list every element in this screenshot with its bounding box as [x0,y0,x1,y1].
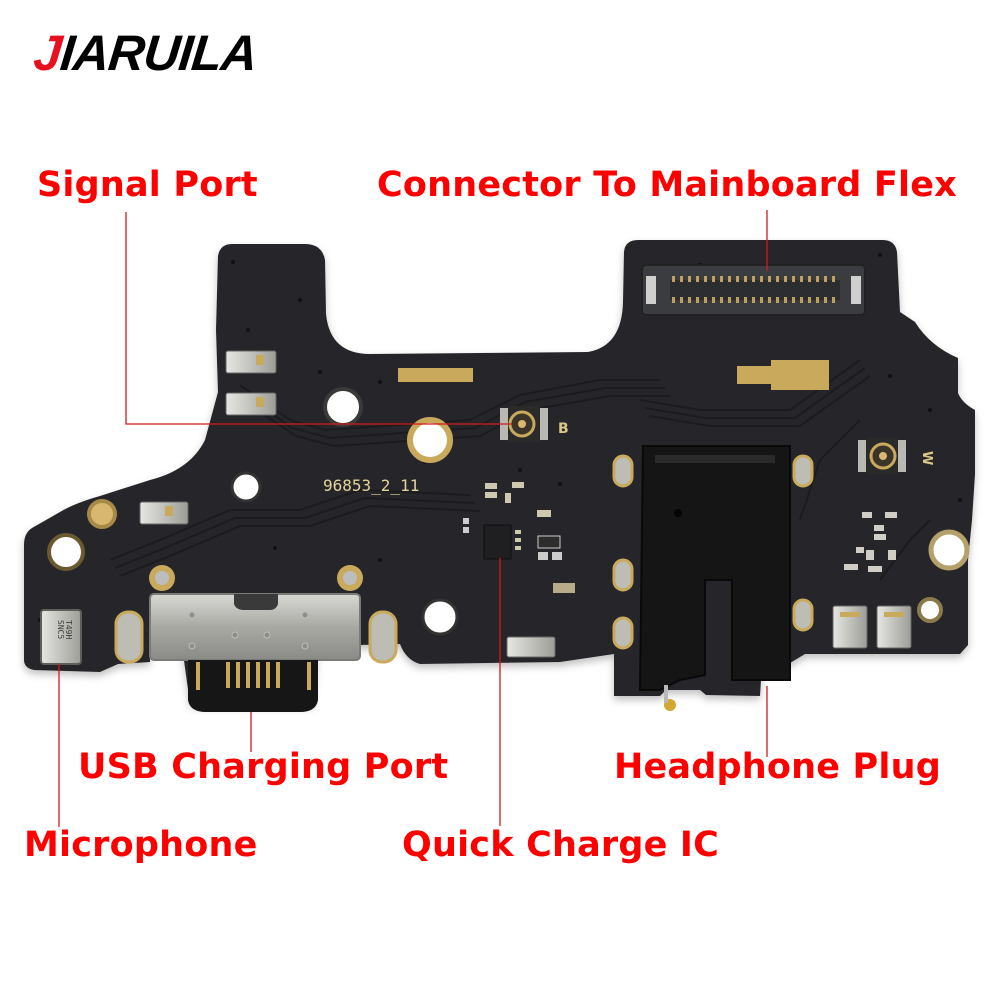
antenna-mark-w: W [919,451,934,465]
jack-solder-lugs [612,454,814,650]
smd-components-right [844,512,897,572]
label-connector-to-mainboard-flex: Connector To Mainboard Flex [377,165,957,205]
spring-contacts-right [832,605,912,649]
silkscreen-part-number: 96853_2_11 [323,476,419,495]
quick-charge-ic-area [463,482,575,593]
gold-pads [398,360,829,390]
pcb-vias [38,253,962,622]
antenna-connector-w [858,438,906,474]
headphone-jack [638,445,791,711]
leader-lines [58,210,768,827]
microphone-marking-2: T49H [64,620,73,639]
usb-c-port [114,565,398,712]
spring-contacts-left [139,350,556,658]
microphone-marking-1: SNC5 [56,620,65,639]
mainboard-flex-connector [641,264,866,316]
antenna-mark-b: B [558,421,569,437]
label-signal-port: Signal Port [37,165,258,205]
label-headphone-plug: Headphone Plug [614,747,941,787]
label-quick-charge-ic: Quick Charge IC [402,825,720,865]
label-microphone: Microphone [24,825,258,865]
mounting-holes [47,387,970,636]
microphone-component: SNC5 T49H [40,609,82,665]
label-usb-charging-port: USB Charging Port [78,747,449,787]
leader-signal-port [125,212,512,425]
